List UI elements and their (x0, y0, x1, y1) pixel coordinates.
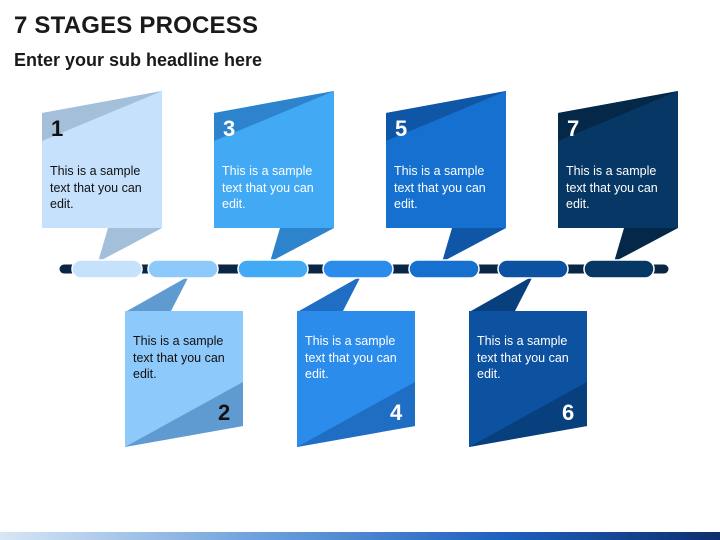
stage-4-shape (297, 276, 415, 447)
stage-3-pointer (270, 228, 334, 262)
stage-1-text: This is a sample text that you can edit. (50, 164, 142, 211)
stage-5-shape (386, 91, 506, 262)
timeline-segment-3 (237, 259, 309, 279)
stage-2-pointer (127, 276, 189, 311)
page-title: 7 STAGES PROCESS (14, 12, 259, 39)
footer-bar (0, 532, 720, 540)
stage-4-text: This is a sample text that you can edit. (305, 334, 397, 381)
stage-1-fold (42, 91, 162, 141)
stage-1-number: 1 (51, 116, 64, 141)
stage-2-text: This is a sample text that you can edit. (133, 334, 225, 381)
stage-7-fold (558, 91, 678, 141)
stage-1-pointer (98, 228, 162, 262)
timeline-segment-2 (147, 259, 219, 279)
timeline-segment-1 (71, 259, 143, 279)
stage-7-text: This is a sample text that you can edit. (566, 164, 658, 211)
stage-6-pointer (471, 276, 533, 311)
stage-6-fold (469, 382, 587, 447)
stage-4-number: 4 (390, 400, 403, 425)
stage-2-shape (125, 276, 243, 447)
stage-7-shape (558, 91, 678, 262)
stage-5-number: 5 (395, 116, 408, 141)
stage-4-pointer (299, 276, 361, 311)
stage-3-shape (214, 91, 334, 262)
page-subtitle: Enter your sub headline here (14, 50, 263, 70)
stage-3-fold (214, 91, 334, 141)
stage-6-shape (469, 276, 587, 447)
stage-6-text: This is a sample text that you can edit. (477, 334, 569, 381)
stage-2-number: 2 (218, 400, 231, 425)
stage-3-number: 3 (223, 116, 236, 141)
timeline-segment-7 (583, 259, 655, 279)
stage-2-fold (125, 382, 243, 447)
timeline-segment-6 (497, 259, 569, 279)
stage-4-fold (297, 382, 415, 447)
stage-6-number: 6 (562, 400, 575, 425)
stage-5-text: This is a sample text that you can edit. (394, 164, 486, 211)
stage-1-shape (42, 91, 162, 262)
stage-7-number: 7 (567, 116, 580, 141)
stage-5-fold (386, 91, 506, 141)
stage-5-pointer (442, 228, 506, 262)
timeline-segment-5 (408, 259, 480, 279)
timeline-segment-4 (322, 259, 394, 279)
stage-7-pointer (614, 228, 678, 262)
stage-3-text: This is a sample text that you can edit. (222, 164, 314, 211)
